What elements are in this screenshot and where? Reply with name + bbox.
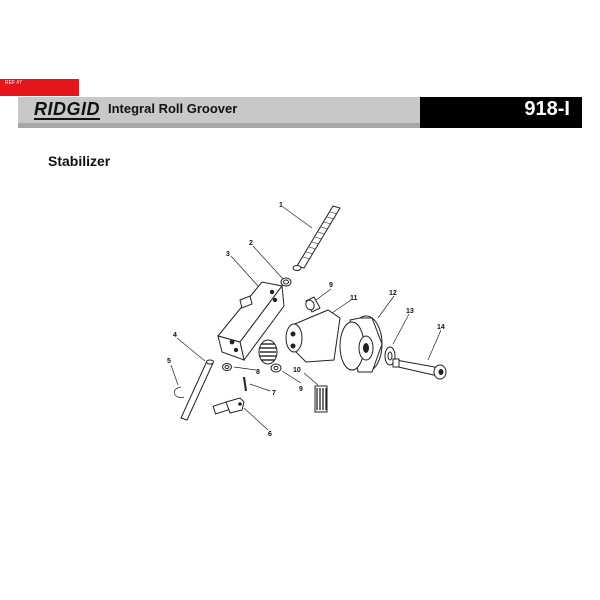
callout-3: 3 — [226, 251, 230, 258]
callout-9-upper: 9 — [329, 282, 333, 289]
callout-4: 4 — [173, 332, 177, 339]
part-1-threaded-rod — [292, 205, 341, 271]
part-5-clip — [173, 386, 185, 399]
part-12-groove-roll — [339, 315, 383, 373]
callout-1: 1 — [279, 202, 283, 209]
callout-9-lower: 9 — [299, 386, 303, 393]
callout-8: 8 — [256, 369, 260, 376]
callout-11: 11 — [350, 295, 358, 302]
part-8-bushing — [222, 363, 232, 371]
part-11-yoke — [285, 309, 341, 363]
part-10-needle-bearing — [314, 385, 328, 413]
callout-2: 2 — [249, 240, 253, 247]
header-bar-shadow — [18, 123, 420, 128]
part-6-lever — [212, 397, 245, 415]
part-14-shoulder-bolt — [392, 358, 447, 380]
brand-logo-underline — [34, 118, 100, 120]
callout-12: 12 — [389, 290, 397, 297]
callout-7: 7 — [272, 390, 276, 397]
part-9-bushing-upper — [305, 296, 321, 313]
model-number: 918-I — [524, 98, 570, 120]
callout-13: 13 — [406, 308, 414, 315]
leader-lines — [170, 206, 442, 431]
part-4-long-pin — [180, 359, 214, 421]
section-title: Stabilizer — [48, 153, 111, 169]
ref-tag: REF #7 — [0, 79, 79, 96]
callout-5: 5 — [167, 358, 171, 365]
model-bar — [420, 97, 582, 123]
product-title: Integral Roll Groover — [108, 101, 238, 116]
part-2-ring — [280, 277, 292, 287]
brand-logo: RIDGID — [34, 99, 100, 119]
knurled-roller — [258, 339, 278, 365]
callout-10: 10 — [293, 367, 301, 374]
model-bar-shadow — [420, 123, 582, 128]
callout-6: 6 — [268, 431, 272, 438]
part-7-roll-pin — [243, 376, 247, 392]
part-9-washer-lower — [270, 363, 282, 373]
part-3-bracket — [217, 281, 285, 362]
callout-14: 14 — [437, 324, 445, 331]
